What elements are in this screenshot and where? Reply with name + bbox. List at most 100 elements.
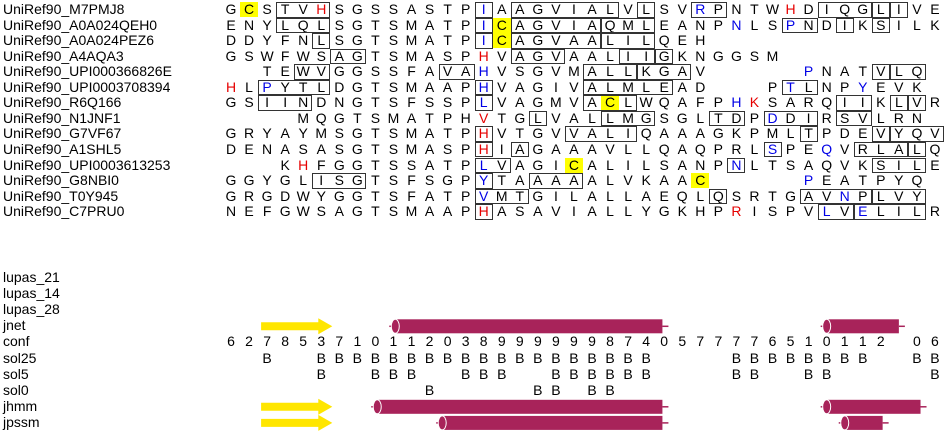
residue: I <box>824 1 829 17</box>
residue: P <box>713 1 724 17</box>
sequence-name: UniRef90_A0A024PEZ6 <box>3 32 154 49</box>
residue: A <box>424 140 435 157</box>
residue: I <box>806 109 811 126</box>
residue: L <box>624 140 632 157</box>
residue: I <box>265 94 270 111</box>
track-symbol: B <box>587 381 597 398</box>
residue: D <box>243 32 255 49</box>
residue: A <box>280 125 290 142</box>
residue: S <box>370 109 381 126</box>
residue: W <box>296 63 310 80</box>
residue: L <box>876 1 885 17</box>
residue: N <box>225 203 237 220</box>
residue: L <box>281 16 290 33</box>
residue: V <box>551 1 561 17</box>
residue: G <box>532 140 544 157</box>
track-symbol: 6 <box>931 333 939 350</box>
residue: A <box>785 94 796 111</box>
residue: N <box>262 140 273 157</box>
residue: M <box>550 94 562 111</box>
track-symbol: B <box>460 349 471 366</box>
residue: L <box>533 109 542 126</box>
residue: A <box>587 94 597 111</box>
residue: L <box>642 16 651 33</box>
residue: G <box>857 1 869 17</box>
residue: S <box>370 1 381 17</box>
residue: S <box>767 203 778 220</box>
residue: L <box>876 140 885 157</box>
residue: D <box>280 187 291 204</box>
residue: T <box>714 109 723 126</box>
residue: G <box>532 16 544 33</box>
track-symbol: 1 <box>840 333 849 350</box>
residue: A <box>677 172 687 189</box>
residue: A <box>515 156 525 173</box>
residue: G <box>658 63 670 80</box>
residue: A <box>551 172 561 189</box>
residue: A <box>587 187 597 204</box>
residue: P <box>713 16 724 33</box>
track-symbol: B <box>479 349 489 366</box>
sequence-name: UniRef90_UPI0003708394 <box>3 78 171 95</box>
residue: Q <box>839 1 851 17</box>
residue: A <box>406 1 417 17</box>
residue: T <box>443 156 452 173</box>
residue: E <box>858 203 868 220</box>
track-symbol: 5 <box>299 333 308 350</box>
track-symbol: 9 <box>588 333 596 350</box>
residue: I <box>283 94 288 111</box>
track-symbol: B <box>316 365 326 382</box>
residue: V <box>876 63 886 80</box>
residue: V <box>442 63 453 80</box>
residue: K <box>749 94 760 111</box>
residue: Q <box>297 16 309 33</box>
residue: A <box>515 94 525 111</box>
track-symbol: B <box>406 365 417 382</box>
track-symbol: B <box>551 349 561 366</box>
residue: S <box>388 140 399 157</box>
residue: S <box>298 140 308 157</box>
residue: A <box>497 1 507 17</box>
sequence-name: UniRef90_UPI000366826E <box>3 63 172 80</box>
residue: A <box>587 125 597 142</box>
helix-cylinder <box>844 415 883 430</box>
residue: N <box>298 32 309 49</box>
residue: R <box>803 94 814 111</box>
residue: T <box>786 78 795 95</box>
residue: V <box>912 94 922 111</box>
track-symbol: 9 <box>570 333 578 350</box>
residue: P <box>460 172 471 189</box>
residue: G <box>351 94 363 111</box>
residue: T <box>858 63 868 80</box>
residue: T <box>371 32 380 49</box>
residue: H <box>478 78 489 95</box>
residue: G <box>351 172 363 189</box>
residue: T <box>443 125 452 142</box>
residue: L <box>822 203 831 220</box>
track-symbol: B <box>930 349 940 366</box>
residue: H <box>731 94 742 111</box>
residue: V <box>298 1 308 17</box>
helix-cylinder <box>826 319 899 334</box>
residue: G <box>532 1 544 17</box>
strand-arrow <box>261 414 333 431</box>
residue: T <box>804 125 813 142</box>
track-symbol: 6 <box>768 333 777 350</box>
residue: N <box>243 16 255 33</box>
residue: L <box>642 32 651 49</box>
residue: G <box>225 125 237 142</box>
residue: V <box>497 47 507 64</box>
residue: S <box>442 47 453 64</box>
track-symbol: 9 <box>533 333 542 350</box>
residue: E <box>244 140 254 157</box>
residue: M <box>766 125 779 142</box>
residue: S <box>388 156 399 173</box>
residue: H <box>785 1 796 17</box>
track-symbol: 7 <box>750 333 759 350</box>
residue: P <box>749 109 760 126</box>
residue: I <box>571 16 576 33</box>
residue: Q <box>640 125 652 142</box>
residue: I <box>896 16 901 33</box>
residue: G <box>351 203 363 220</box>
